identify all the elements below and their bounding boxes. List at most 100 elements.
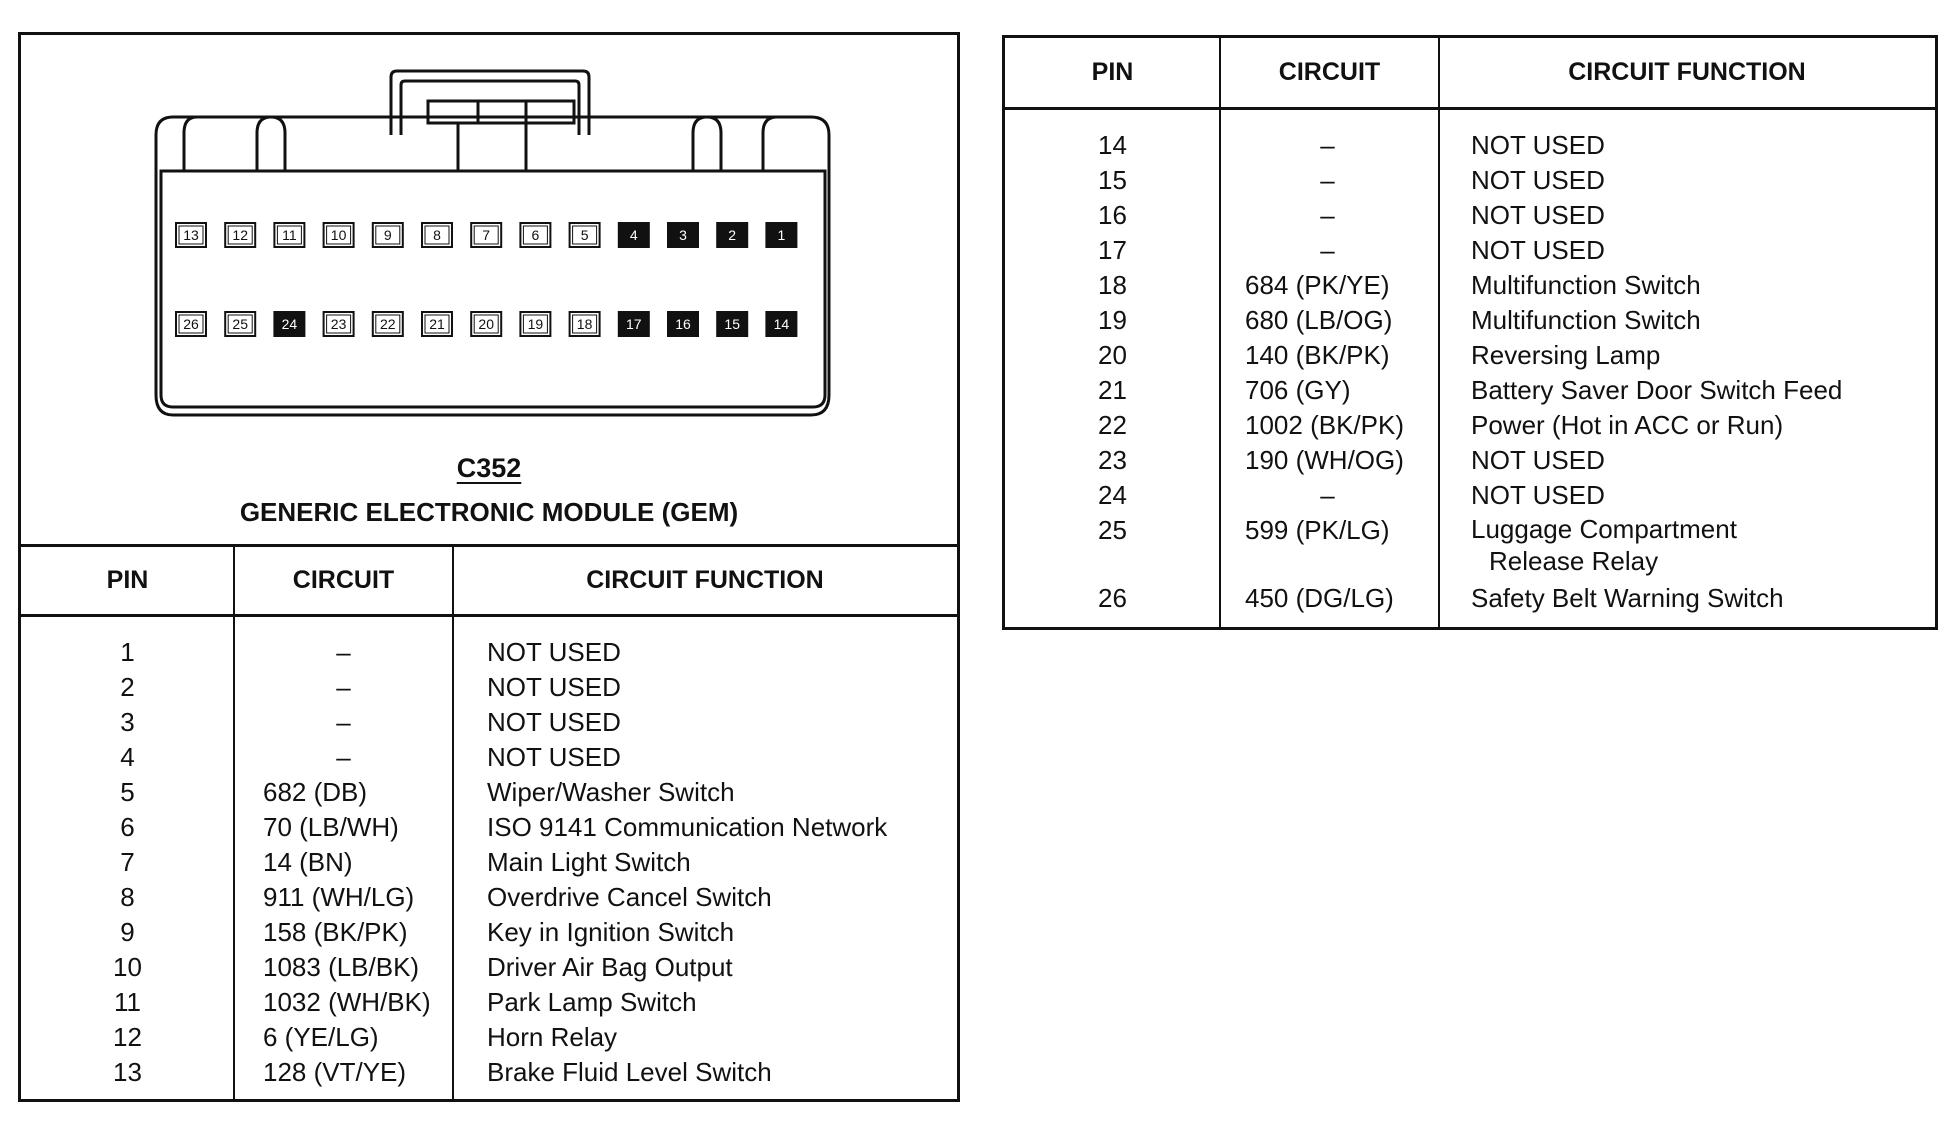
cell-function: Horn Relay (487, 1022, 618, 1052)
pin-cavity-inner (178, 225, 204, 245)
pin-number-label: 5 (581, 227, 589, 243)
cell-circuit: – (336, 707, 351, 737)
cell-circuit: 70 (LB/WH) (263, 812, 399, 842)
cell-pin: 17 (1098, 235, 1127, 265)
header-pin: PIN (1091, 58, 1134, 86)
cell-pin: 4 (120, 742, 135, 772)
pin-cavity-6 (519, 222, 552, 248)
cell-circuit: – (1320, 200, 1335, 230)
cell-circuit: 1032 (WH/BK) (263, 987, 431, 1017)
pin-cavity-24 (273, 311, 306, 337)
pin-cavity-inner (227, 225, 253, 245)
pin-number-label: 7 (482, 227, 490, 243)
pin-cavity-inner (227, 314, 253, 334)
cell-function: Reversing Lamp (1471, 340, 1661, 370)
cell-function: NOT USED (1471, 165, 1605, 195)
pin-cavity-11 (273, 222, 306, 248)
cell-pin: 1 (120, 637, 135, 667)
pin-cavity-26 (175, 311, 207, 337)
pin-number-label: 12 (232, 227, 248, 243)
pin-number-label: 4 (630, 227, 638, 243)
pin-number-label: 6 (532, 227, 540, 243)
cell-function: Multifunction Switch (1471, 305, 1701, 335)
pin-number-label: 10 (331, 227, 347, 243)
header-circuit: CIRCUIT (1278, 58, 1381, 86)
pin-cavity-9 (371, 222, 404, 248)
cell-circuit: 599 (PK/LG) (1245, 515, 1390, 545)
cell-function: Multifunction Switch (1471, 270, 1701, 300)
pin-cavity-7 (470, 222, 503, 248)
cell-function: NOT USED (1471, 480, 1605, 510)
table-row: 16–NOT USED (1005, 198, 1935, 233)
cell-circuit: – (336, 672, 351, 702)
pin-number-label: 14 (774, 316, 790, 332)
pin-cavity-12 (224, 222, 257, 248)
cell-function: NOT USED (487, 742, 621, 772)
pin-cavity-inner (326, 225, 352, 245)
table-row: 15–NOT USED (1005, 163, 1935, 198)
cell-circuit: 1002 (BK/PK) (1245, 410, 1404, 440)
table-row: 2–NOT USED (21, 670, 957, 705)
pin-cavity-20 (470, 311, 503, 337)
cell-circuit: – (1320, 130, 1335, 160)
header-pin: PIN (106, 566, 149, 594)
cell-function: NOT USED (1471, 200, 1605, 230)
pin-number-label: 1 (778, 227, 786, 243)
column-divider (1219, 38, 1221, 627)
table-header: PIN CIRCUIT CIRCUIT FUNCTION (21, 547, 957, 617)
cell-pin: 2 (120, 672, 135, 702)
header-function: CIRCUIT FUNCTION (586, 566, 824, 594)
cell-pin: 7 (120, 847, 135, 877)
cell-circuit: 706 (GY) (1245, 375, 1351, 405)
pin-number-label: 16 (675, 316, 691, 332)
pin-number-label: 22 (380, 316, 396, 332)
pin-number-label: 8 (433, 227, 441, 243)
cell-function: Key in Ignition Switch (487, 917, 735, 947)
header-function: CIRCUIT FUNCTION (1568, 58, 1806, 86)
table-row: 3–NOT USED (21, 705, 957, 740)
cell-pin: 23 (1098, 445, 1127, 475)
pin-cavity-16 (667, 311, 699, 337)
cell-pin: 13 (113, 1057, 142, 1087)
column-divider (1438, 38, 1440, 627)
cell-pin: 9 (120, 917, 135, 947)
cell-pin: 25 (1098, 515, 1127, 545)
cell-pin: 18 (1098, 270, 1127, 300)
cell-circuit: 14 (BN) (263, 847, 353, 877)
table-header: PIN CIRCUIT CIRCUIT FUNCTION (1005, 38, 1935, 110)
connector-id: C352 (456, 453, 522, 483)
cell-pin: 14 (1098, 130, 1127, 160)
pin-cavity-22 (371, 311, 404, 337)
cell-function: Battery Saver Door Switch Feed (1471, 375, 1843, 405)
cell-pin: 5 (120, 777, 135, 807)
pin-number-label: 18 (577, 316, 593, 332)
cell-pin: 20 (1098, 340, 1127, 370)
pin-cavity-3 (667, 222, 699, 248)
pin-number-label: 25 (232, 316, 248, 332)
cell-pin: 15 (1098, 165, 1127, 195)
cell-function: NOT USED (1471, 130, 1605, 160)
connector-name: GENERIC ELECTRONIC MODULE (GEM) (239, 497, 739, 527)
cell-pin: 6 (120, 812, 135, 842)
pin-number-label: 9 (384, 227, 392, 243)
pin-number-label: 20 (478, 316, 494, 332)
table-row: 4–NOT USED (21, 740, 957, 775)
pin-number-label: 2 (728, 227, 736, 243)
column-divider (452, 547, 454, 1099)
cell-circuit: 128 (VT/YE) (263, 1057, 407, 1087)
pin-cavity-10 (322, 222, 355, 248)
pin-number-label: 21 (429, 316, 445, 332)
cell-function: Driver Air Bag Output (487, 952, 733, 982)
cell-circuit: 450 (DG/LG) (1245, 583, 1394, 613)
cell-function: Park Lamp Switch (487, 987, 697, 1017)
pin-cavity-inner (424, 314, 450, 334)
